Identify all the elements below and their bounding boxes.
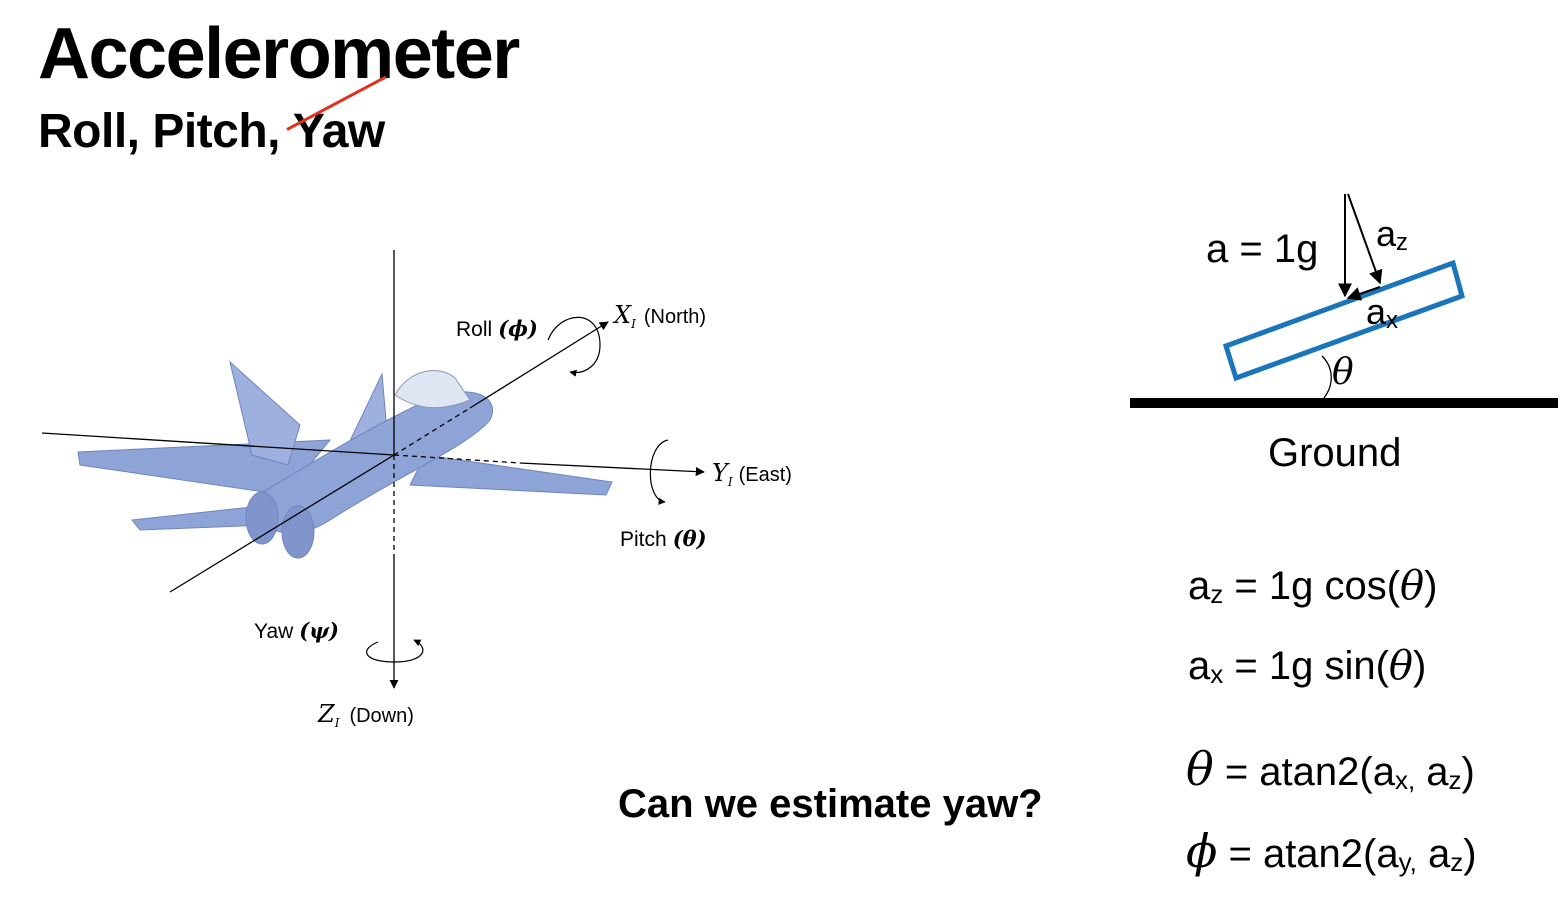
ax-label: ax [1366,291,1398,334]
theta-arc [1321,355,1332,399]
slide-title: Accelerometer [38,14,520,94]
sensor-rectangle [1222,259,1466,382]
theta-label: θ [1332,352,1354,393]
tilt-diagram: a = 1g az ax θ Ground [1130,193,1558,475]
ground-label: Ground [1268,431,1401,475]
ax-arrow [1346,286,1381,301]
yaw-rotation-icon [366,639,424,663]
aircraft-icon [77,360,613,559]
equation-az: az = 1g cos(θ) [1188,563,1438,609]
struck-yaw: Yaw [286,75,387,156]
x-axis-label: XI(North) [612,301,706,331]
y-axis-label: YI(East) [712,459,792,489]
z-axis-label: ZI(Down) [317,700,414,730]
pitch-label: Pitch(θ) [620,526,707,551]
roll-label: Roll(ϕ) [456,316,538,341]
equation-phi: ϕ = atan2(ay, az) [1186,824,1477,878]
az-arrow [1347,193,1383,285]
equation-ax: ax = 1g sin(θ) [1188,643,1427,689]
subtitle-prefix: Roll, Pitch, [38,105,293,158]
yaw-label: Yaw(ψ) [254,618,339,643]
slide-subtitle: Roll, Pitch, Yaw [38,75,387,158]
gravity-label: a = 1g [1206,227,1318,271]
equation-theta: θ = atan2(ax, az) [1186,742,1475,796]
roll-rotation-icon [547,316,601,377]
ground-line [1130,398,1558,408]
yaw-question: Can we estimate yaw? [618,782,1043,826]
pitch-rotation-icon [649,439,669,505]
az-label: az [1376,213,1408,256]
aircraft-diagram: Roll(ϕ) XI(North) YI(East) Pitch(θ) Yaw(… [41,250,792,730]
